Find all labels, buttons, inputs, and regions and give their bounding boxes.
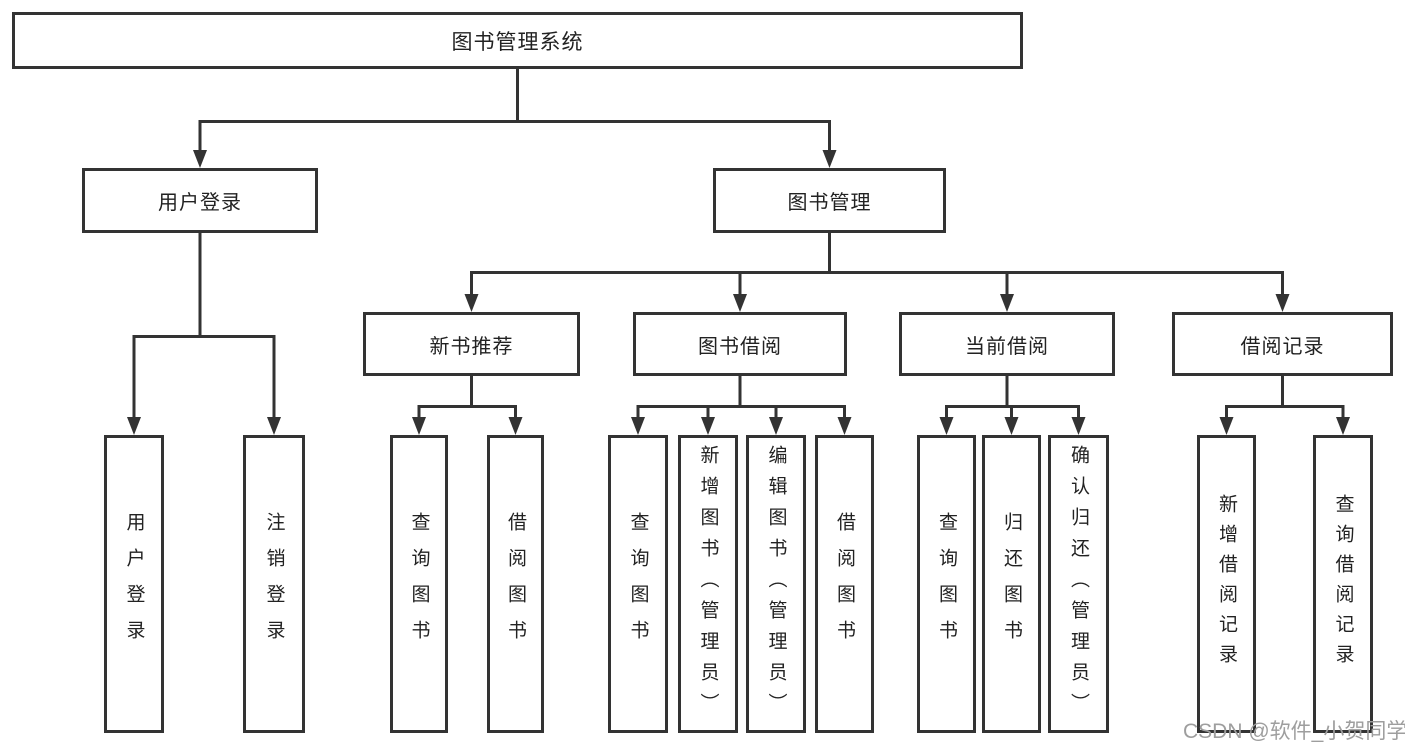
arrowheads [127, 150, 1350, 435]
node-book-borrowing-label: 图书借阅 [698, 335, 782, 358]
connector-sections-rail [470, 271, 1284, 296]
leaf-query-books-recommend: 查询图书 [390, 435, 448, 733]
leaf-query-books-borrowing-label: 查询图书 [627, 512, 649, 656]
arrow-into-leaf-nb-query [412, 417, 426, 435]
arrow-into-current-borrowing [1000, 294, 1014, 312]
node-root-label: 图书管理系统 [451, 30, 584, 54]
node-book-borrowing: 图书借阅 [633, 312, 847, 376]
leaf-user-login: 用户登录 [104, 435, 164, 733]
leaf-return-books-label: 归还图书 [1001, 512, 1022, 656]
arrow-into-leaf-bb-borrow [837, 417, 852, 435]
leaf-add-book-admin-label: 新增图书（管理员） [697, 444, 719, 724]
leaf-confirm-return-admin: 确认归还（管理员） [1048, 435, 1109, 733]
node-book-management: 图书管理 [713, 168, 946, 233]
arrow-into-new-books [464, 294, 479, 312]
node-user-login: 用户登录 [82, 168, 318, 233]
leaf-query-borrow-record-label: 查询借阅记录 [1332, 494, 1354, 674]
connector-level2-rail [198, 120, 831, 152]
connector-records-rail [1225, 405, 1345, 418]
leaf-add-book-admin: 新增图书（管理员） [678, 435, 738, 733]
arrow-into-borrow-records [1275, 294, 1290, 312]
node-current-borrowing: 当前借阅 [899, 312, 1115, 376]
leaf-user-login-label: 用户登录 [123, 512, 145, 656]
leaf-logout-label: 注销登录 [263, 512, 285, 656]
arrow-into-user-login-node [193, 150, 207, 168]
arrow-into-leaf-bb-query [631, 417, 645, 435]
leaf-edit-book-admin: 编辑图书（管理员） [746, 435, 806, 733]
node-new-book-recommend-label: 新书推荐 [429, 335, 514, 358]
node-new-book-recommend: 新书推荐 [363, 312, 580, 376]
arrow-into-leaf-rec-query [1336, 417, 1350, 435]
leaf-query-books-current-label: 查询图书 [936, 512, 957, 656]
arrow-into-leaf-bb-edit [769, 417, 783, 435]
arrow-into-leaf-user-login [127, 417, 141, 435]
node-root: 图书管理系统 [12, 12, 1023, 69]
leaf-add-borrow-record-label: 新增借阅记录 [1216, 494, 1237, 674]
node-book-management-label: 图书管理 [787, 192, 872, 214]
leaf-borrow-books-label: 借阅图书 [834, 512, 855, 656]
leaf-query-books-current: 查询图书 [917, 435, 976, 733]
connector-new-books-rail [417, 405, 517, 418]
arrow-into-leaf-cb-confirm [1071, 417, 1086, 435]
arrow-into-leaf-rec-add [1219, 417, 1234, 435]
arrow-into-leaf-logout [267, 417, 281, 435]
leaf-query-books-recommend-label: 查询图书 [408, 512, 430, 656]
arrow-into-leaf-cb-return [1004, 417, 1019, 435]
watermark: CSDN @软件_小贺同学 [1183, 720, 1405, 743]
arrow-into-book-borrowing [733, 294, 747, 312]
leaf-query-books-borrowing: 查询图书 [608, 435, 668, 733]
connector-strokes [132, 69, 1345, 419]
leaf-logout: 注销登录 [243, 435, 305, 733]
leaf-return-books: 归还图书 [982, 435, 1041, 733]
node-borrow-records: 借阅记录 [1172, 312, 1393, 376]
arrow-into-leaf-nb-borrow [508, 417, 523, 435]
leaf-edit-book-admin-label: 编辑图书（管理员） [765, 444, 787, 724]
leaf-borrow-books: 借阅图书 [815, 435, 874, 733]
node-user-login-label: 用户登录 [158, 192, 242, 214]
leaf-borrow-books-recommend-label: 借阅图书 [505, 512, 526, 656]
leaf-add-borrow-record: 新增借阅记录 [1197, 435, 1256, 733]
leaf-borrow-books-recommend: 借阅图书 [487, 435, 544, 733]
connector-book-borrowing-rail [636, 405, 846, 418]
node-borrow-records-label: 借阅记录 [1240, 335, 1325, 358]
connector-user-login-rail [132, 335, 276, 419]
arrow-into-leaf-bb-add [701, 417, 715, 435]
node-current-borrowing-label: 当前借阅 [965, 335, 1049, 358]
leaf-confirm-return-admin-label: 确认归还（管理员） [1068, 444, 1089, 724]
arrow-into-book-management-node [822, 150, 837, 168]
leaf-query-borrow-record: 查询借阅记录 [1313, 435, 1373, 733]
arrow-into-leaf-cb-query [939, 417, 954, 435]
